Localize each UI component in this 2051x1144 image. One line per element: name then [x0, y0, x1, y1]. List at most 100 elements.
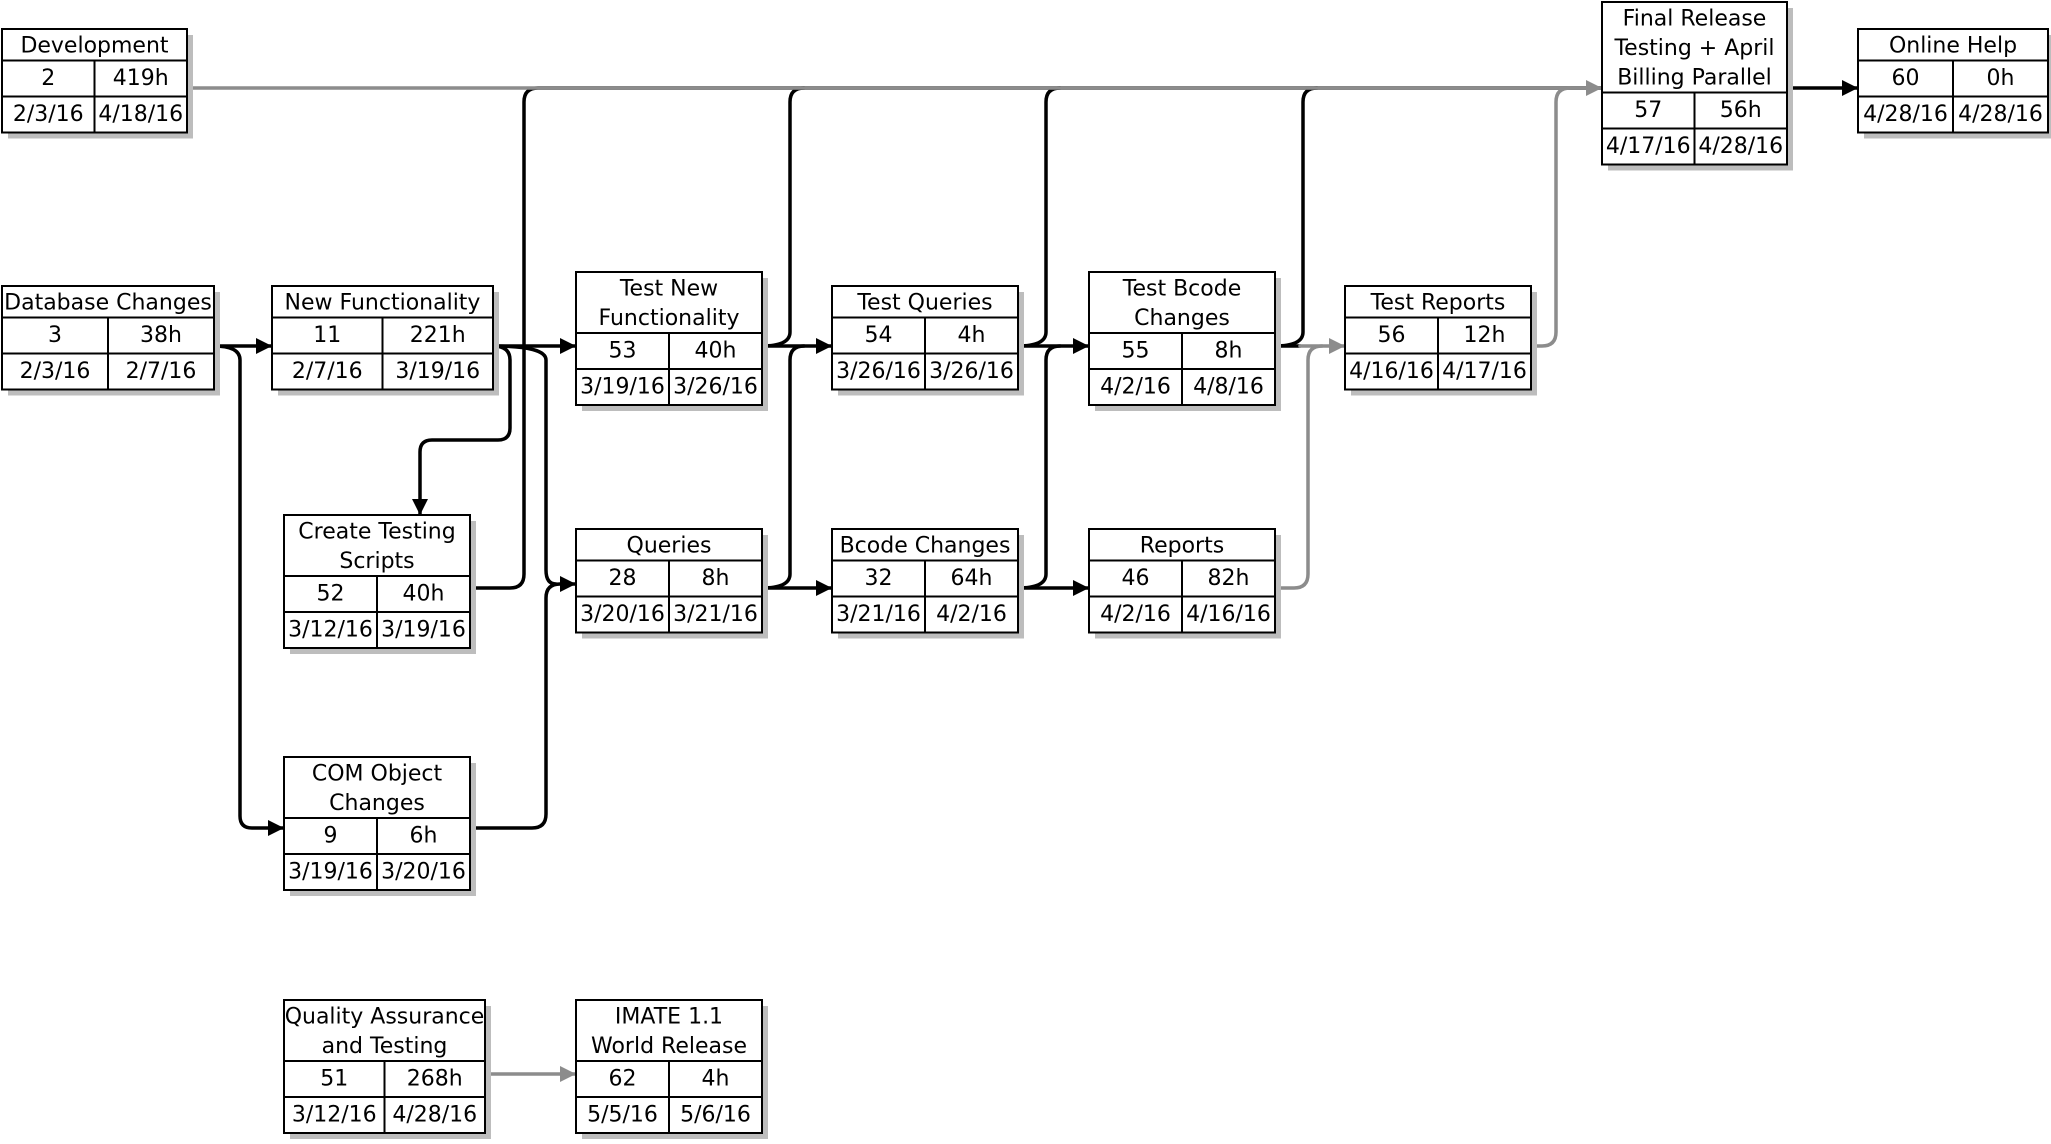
node-id-number: 55 — [1122, 339, 1150, 364]
node-work-hours: 268h — [407, 1067, 463, 1092]
node-finish-date: 4/8/16 — [1193, 375, 1264, 400]
node-title-line: Testing + April — [1613, 36, 1774, 61]
node-start-date: 4/2/16 — [1100, 602, 1171, 627]
node-start-date: 3/21/16 — [836, 602, 921, 627]
node-title-line: Test Queries — [856, 290, 992, 315]
node-title-line: Billing Parallel — [1617, 65, 1772, 90]
node-title-line: Scripts — [339, 549, 414, 574]
node-finish-date: 4/28/16 — [1698, 134, 1783, 159]
node-title-line: and Testing — [322, 1034, 448, 1059]
node-id-number: 46 — [1122, 566, 1150, 591]
node-id-number: 28 — [609, 566, 637, 591]
node-work-hours: 8h — [1215, 339, 1243, 364]
node-finish-date: 3/21/16 — [673, 602, 758, 627]
node-title-line: Reports — [1140, 533, 1224, 558]
node-work-hours: 56h — [1720, 98, 1762, 123]
node-start-date: 4/2/16 — [1100, 375, 1171, 400]
node-start-date: 3/20/16 — [580, 602, 665, 627]
node-work-hours: 8h — [702, 566, 730, 591]
node-start-date: 4/17/16 — [1606, 134, 1691, 159]
edge-queries-to-testqueries — [760, 344, 806, 590]
node-finish-date: 4/28/16 — [392, 1103, 477, 1128]
node-title-line: Quality Assurance — [285, 1004, 485, 1029]
node-title-line: Database Changes — [4, 290, 212, 315]
edge-newfunc-to-queries — [491, 344, 558, 586]
node-finish-date: 3/26/16 — [929, 359, 1014, 384]
node-title-line: Test Bcode — [1122, 276, 1241, 301]
node-finish-date: 4/2/16 — [936, 602, 1007, 627]
task-node-quality-assurance[interactable]: Quality Assurance and Testing 51 268h 3/12/1… — [283, 999, 491, 1139]
edge-testnew-to-trunk — [760, 86, 806, 348]
node-start-date: 2/7/16 — [292, 359, 363, 384]
node-work-hours: 6h — [410, 824, 438, 849]
node-work-hours: 40h — [403, 582, 445, 607]
node-title-line: IMATE 1.1 — [615, 1004, 723, 1029]
node-title-line: Queries — [627, 533, 712, 558]
node-title-line: Changes — [1134, 306, 1230, 331]
node-work-hours: 40h — [695, 339, 737, 364]
dependency-connectors — [185, 80, 1860, 1082]
node-title-line: New Functionality — [285, 290, 481, 315]
node-id-number: 11 — [313, 323, 341, 348]
node-id-number: 51 — [320, 1067, 348, 1092]
task-node-reports[interactable]: Reports 46 82h 4/2/16 4/16/16 — [1088, 528, 1281, 639]
node-finish-date: 3/20/16 — [381, 860, 466, 885]
node-id-number: 32 — [865, 566, 893, 591]
edge-testreports-to-final — [1529, 86, 1572, 348]
node-start-date: 2/3/16 — [13, 102, 84, 127]
node-work-hours: 0h — [1987, 66, 2015, 91]
node-finish-date: 3/19/16 — [381, 618, 466, 643]
node-start-date: 3/12/16 — [288, 618, 373, 643]
node-start-date: 3/12/16 — [292, 1103, 377, 1128]
node-id-number: 3 — [48, 323, 62, 348]
node-work-hours: 82h — [1208, 566, 1250, 591]
node-work-hours: 4h — [958, 323, 986, 348]
task-node-queries[interactable]: Queries 28 8h 3/20/16 3/21/16 — [575, 528, 768, 639]
node-finish-date: 4/17/16 — [1442, 359, 1527, 384]
node-finish-date: 3/19/16 — [395, 359, 480, 384]
edge-testbcode-to-trunk — [1273, 86, 1319, 348]
node-id-number: 53 — [609, 339, 637, 364]
node-title-line: Create Testing — [298, 519, 455, 544]
node-work-hours: 4h — [702, 1067, 730, 1092]
node-title-line: Functionality — [599, 306, 740, 331]
node-id-number: 52 — [317, 582, 345, 607]
node-work-hours: 419h — [113, 66, 169, 91]
node-title-line: Final Release — [1623, 6, 1767, 31]
node-id-number: 54 — [865, 323, 893, 348]
node-id-number: 9 — [324, 824, 338, 849]
node-id-number: 60 — [1892, 66, 1920, 91]
node-finish-date: 4/16/16 — [1186, 602, 1271, 627]
node-start-date: 4/28/16 — [1863, 102, 1948, 127]
edge-newfunc-to-scripts — [412, 344, 512, 517]
node-finish-date: 4/28/16 — [1958, 102, 2043, 127]
node-title-line: Development — [20, 33, 168, 58]
node-work-hours: 12h — [1464, 323, 1506, 348]
node-start-date: 2/3/16 — [20, 359, 91, 384]
node-id-number: 56 — [1378, 323, 1406, 348]
node-finish-date: 2/7/16 — [126, 359, 197, 384]
node-title-line: Test Reports — [1370, 290, 1506, 315]
node-title-line: Test New — [619, 276, 718, 301]
edge-bcode-to-testbcode — [1016, 344, 1062, 590]
node-start-date: 4/16/16 — [1349, 359, 1434, 384]
node-id-number: 57 — [1634, 98, 1662, 123]
task-node-test-reports[interactable]: Test Reports 56 12h 4/16/16 4/17/16 — [1344, 285, 1537, 396]
edge-com-to-queries — [468, 576, 578, 830]
node-finish-date: 4/18/16 — [98, 102, 183, 127]
node-title-line: COM Object — [312, 761, 443, 786]
